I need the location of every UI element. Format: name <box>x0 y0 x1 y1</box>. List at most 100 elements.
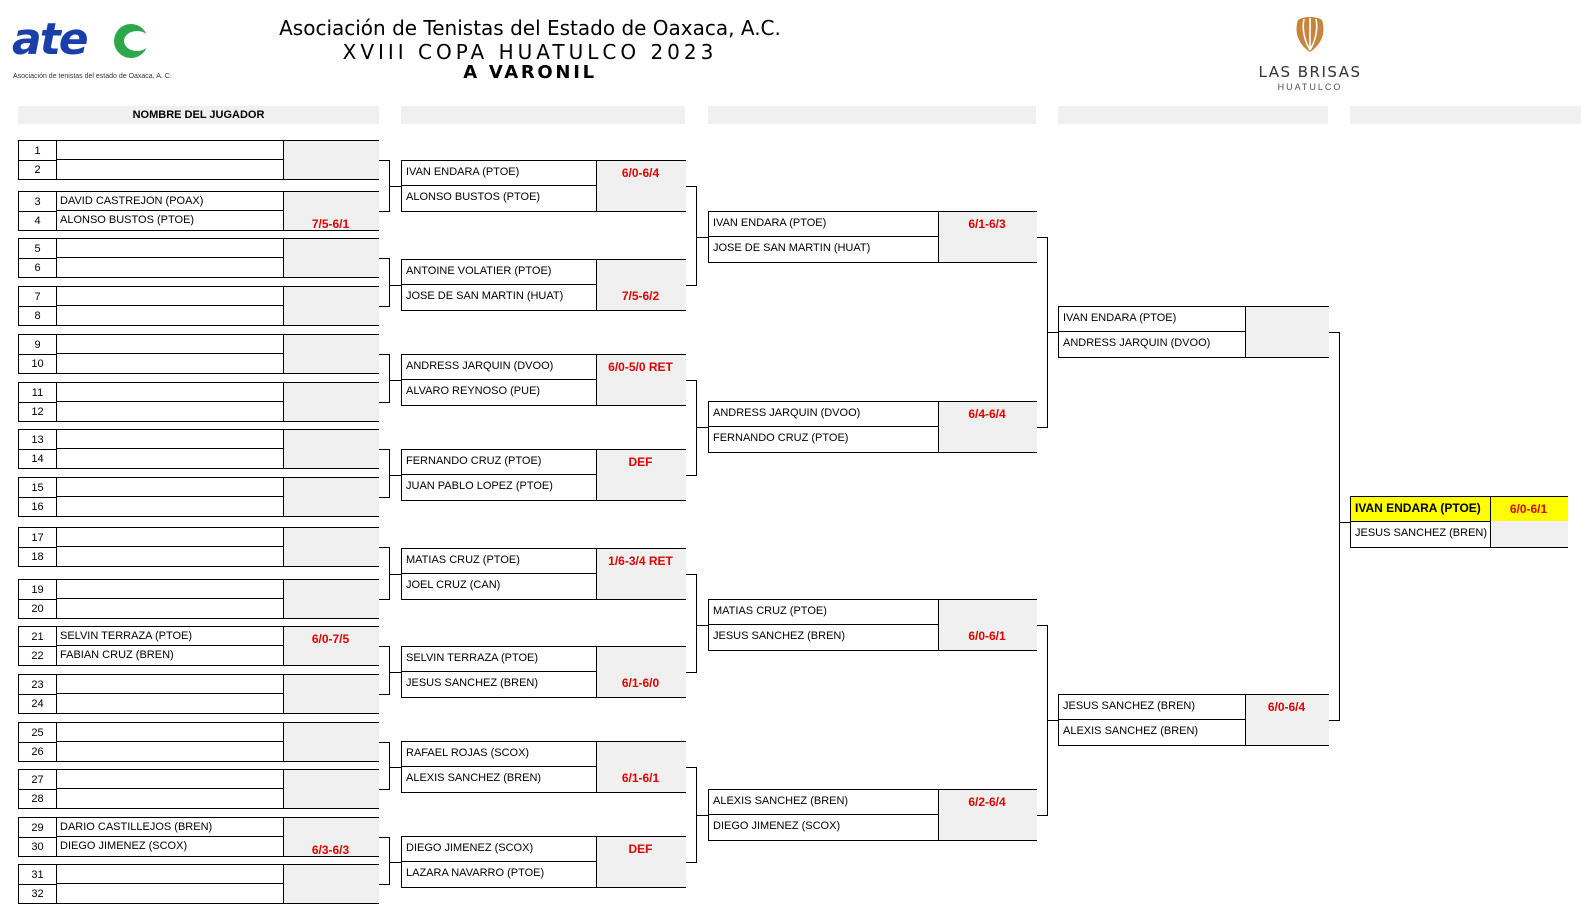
las-brisas-brand: LAS BRISAS <box>1258 63 1362 81</box>
row-divider <box>19 258 57 259</box>
column-header-players: NOMBRE DEL JUGADOR <box>18 106 379 124</box>
bracket-line <box>379 789 389 790</box>
player-name: JESUS SANCHEZ (BREN) <box>1059 695 1245 720</box>
match-score: 6/0-6/4 <box>1267 700 1306 714</box>
match-score: 6/3-6/3 <box>311 843 350 857</box>
score-cell <box>596 260 686 310</box>
player-name <box>57 141 283 160</box>
seed-number: 19 <box>19 580 57 600</box>
player-name <box>57 239 283 258</box>
player-name <box>57 430 283 449</box>
player-name <box>57 580 283 599</box>
score-cell <box>283 478 379 516</box>
player-name: ALONSO BUSTOS (PTOE) <box>406 191 541 203</box>
bracket-line <box>389 547 390 600</box>
bracket-line <box>389 449 390 498</box>
seed-number: 22 <box>19 646 57 666</box>
bracket-line <box>1047 332 1058 333</box>
player-name: IVAN ENDARA (PTOE) <box>1351 497 1490 522</box>
player-name <box>57 497 283 516</box>
row-divider <box>19 646 57 647</box>
row-divider <box>19 354 57 355</box>
seed-number: 23 <box>19 675 57 695</box>
player-name <box>57 884 283 903</box>
final-match: IVAN ENDARA (PTOE)JESUS SANCHEZ (BREN)6/… <box>1350 496 1568 548</box>
match-score: 6/2-6/4 <box>968 795 1006 809</box>
bracket-line <box>379 354 389 355</box>
bracket-line <box>389 672 401 673</box>
seed-number: 24 <box>19 694 57 714</box>
player-name <box>57 770 283 789</box>
player-name: SELVIN TERRAZA (PTOE) <box>57 627 283 646</box>
seed-number: 2 <box>19 160 57 180</box>
row-divider <box>19 694 57 695</box>
seed-number: 25 <box>19 723 57 743</box>
score-cell <box>283 335 379 373</box>
player-name: RAFAEL ROJAS (SCOX) <box>402 742 596 767</box>
score-cell <box>283 528 379 566</box>
bracket-line <box>389 767 401 768</box>
player-name: ANTOINE VOLATIER (PTOE) <box>402 260 596 285</box>
bracket-line <box>379 694 389 695</box>
score-cell <box>283 818 379 856</box>
second-round-match: RAFAEL ROJAS (SCOX) ALEXIS SANCHEZ (BREN)… <box>401 741 686 793</box>
player-name <box>57 287 283 306</box>
player-name: ALEXIS SANCHEZ (BREN) <box>406 772 542 784</box>
bracket-line <box>686 186 696 187</box>
row-divider <box>19 449 57 450</box>
player-name <box>57 723 283 742</box>
seed-number: 14 <box>19 449 57 469</box>
match-score: 6/1-6/0 <box>621 676 660 690</box>
seed-number: 32 <box>19 884 57 904</box>
match-score: 6/1-6/3 <box>968 217 1006 231</box>
player-name: JOSE DE SAN MARTIN (HUAT) <box>406 290 564 302</box>
second-round-match: ANDRESS JARQUIN (DVOO)ALVARO REYNOSO (PU… <box>401 354 686 406</box>
player-name: SELVIN TERRAZA (PTOE) <box>402 647 596 672</box>
player-name <box>57 528 283 547</box>
player-name: JESUS SANCHEZ (BREN) <box>1355 527 1488 539</box>
bracket-line <box>379 258 389 259</box>
seed-number: 11 <box>19 383 57 403</box>
score-cell <box>283 580 379 618</box>
bracket-line <box>379 646 389 647</box>
score-cell <box>938 600 1037 650</box>
semifinal-match: IVAN ENDARA (PTOE)ANDRESS JARQUIN (DVOO) <box>1058 306 1329 358</box>
seed-number: 21 <box>19 627 57 647</box>
score-cell <box>283 287 379 325</box>
seed-number: 13 <box>19 430 57 450</box>
score-cell <box>596 450 686 500</box>
score-cell <box>283 192 379 230</box>
bracket-line <box>686 380 696 381</box>
quarterfinal-match: ANDRESS JARQUIN (DVOO)FERNANDO CRUZ (PTO… <box>708 401 1037 453</box>
score-cell <box>283 627 379 665</box>
seed-number: 17 <box>19 528 57 548</box>
row-divider <box>19 884 57 885</box>
score-cell <box>283 430 379 468</box>
column-header-round4 <box>1058 106 1328 124</box>
seed-number: 29 <box>19 818 57 838</box>
bracket-line <box>696 625 708 626</box>
seed-number: 12 <box>19 402 57 422</box>
bracket-line <box>379 449 389 450</box>
player-name <box>57 449 283 468</box>
bracket-line <box>389 646 390 695</box>
score-cell <box>596 161 686 211</box>
player-name <box>57 675 283 694</box>
player-name: IVAN ENDARA (PTOE) <box>709 212 938 237</box>
score-cell <box>938 790 1037 840</box>
player-name: FERNANDO CRUZ (PTOE) <box>713 432 849 444</box>
bracket-line <box>379 160 389 161</box>
row-divider <box>19 402 57 403</box>
bracket-line <box>696 427 708 428</box>
player-name: ALEXIS SANCHEZ (BREN) <box>1063 725 1199 737</box>
quarterfinal-match: MATIAS CRUZ (PTOE)JESUS SANCHEZ (BREN)6/… <box>708 599 1037 651</box>
bracket-line <box>379 211 389 212</box>
row-divider <box>19 160 57 161</box>
bracket-line <box>389 475 401 476</box>
